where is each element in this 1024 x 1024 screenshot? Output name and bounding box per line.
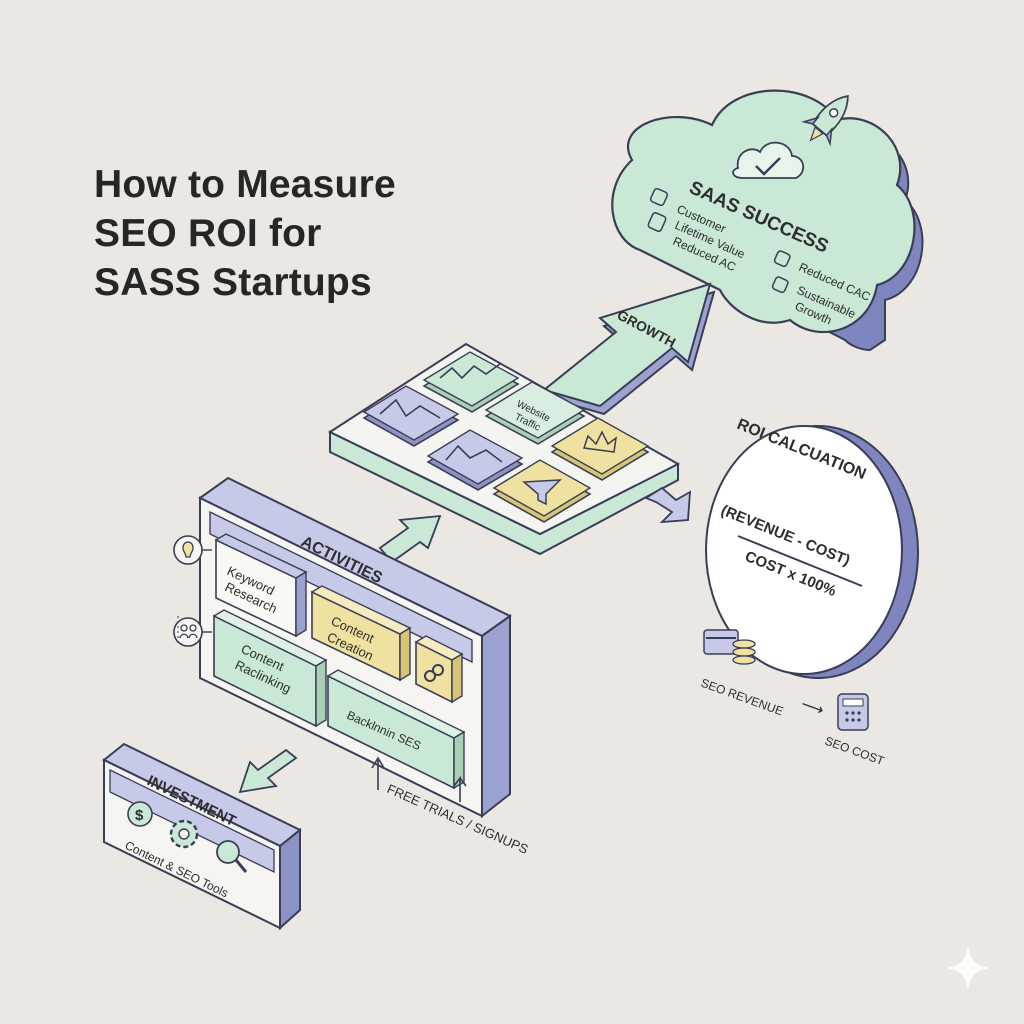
growth-arrow: GROWTH: [541, 282, 716, 416]
link-icon: [424, 664, 444, 682]
rocket-icon: [801, 94, 849, 147]
growth-icon: [771, 276, 789, 294]
tile-website-traffic: Website Traffic: [484, 381, 586, 445]
content-creation-card: Content Creation: [310, 585, 412, 682]
magnifier-icon: [216, 840, 248, 873]
seo-revenue-label: SEO REVENUE: [699, 676, 785, 719]
dollar-icon: $: [127, 801, 153, 827]
crown-icon: [583, 430, 617, 453]
saas-success-cloud: SAAS SUCCESS Customer Lifetime Value Red…: [611, 89, 924, 352]
cac-icon: [773, 250, 791, 268]
title-line-3: SASS Startups: [94, 261, 372, 304]
metrics-dashboard: Website Traffic: [327, 342, 681, 556]
roi-fraction-line: [737, 535, 863, 587]
lightbulb-icon: [173, 535, 212, 565]
arrow-activities-to-dashboard: [378, 514, 442, 564]
activities-board: ACTIVITIES Keyword Research Content Crea…: [198, 476, 512, 819]
tile-line-chart-2: [362, 385, 460, 447]
page-title: How to Measure SEO ROI for SASS Startups: [94, 160, 514, 307]
seo-cost-label: SEO COST: [823, 734, 887, 769]
people-icon: [173, 616, 212, 647]
keyword-research-card: Keyword Research: [214, 533, 308, 638]
seo-revenue-icon: [703, 629, 756, 665]
svg-text:$: $: [135, 807, 144, 824]
gear-icon: [169, 819, 199, 849]
content-ranking-card: Content Raclinking: [212, 609, 328, 728]
tile-crown: [550, 417, 650, 481]
customer-icon: [649, 187, 669, 207]
link-card: [414, 635, 464, 704]
sparkle-icon: [946, 946, 990, 990]
roi-calculation: ROI CALCUATION (REVENUE - COST) COST x 1…: [699, 416, 919, 769]
clock-icon: [647, 212, 667, 232]
tile-line-chart-1: [422, 351, 520, 413]
title-line-1: How to Measure: [94, 163, 396, 206]
calculator-icon: [837, 693, 869, 731]
up-arrow-icons: [371, 756, 467, 802]
funnel-icon: [522, 479, 562, 506]
arrow-to-investment: [238, 748, 298, 794]
backlink-card: Backlnnin SES: [326, 669, 466, 790]
tile-line-chart-3: [426, 429, 524, 491]
arrow-revenue-to-cost: ⟶: [799, 696, 826, 720]
tile-funnel: [492, 459, 592, 523]
cloud-check-icon: [732, 141, 805, 179]
title-line-2: SEO ROI for: [94, 212, 322, 255]
arrow-dashboard-to-roi: [644, 486, 692, 524]
